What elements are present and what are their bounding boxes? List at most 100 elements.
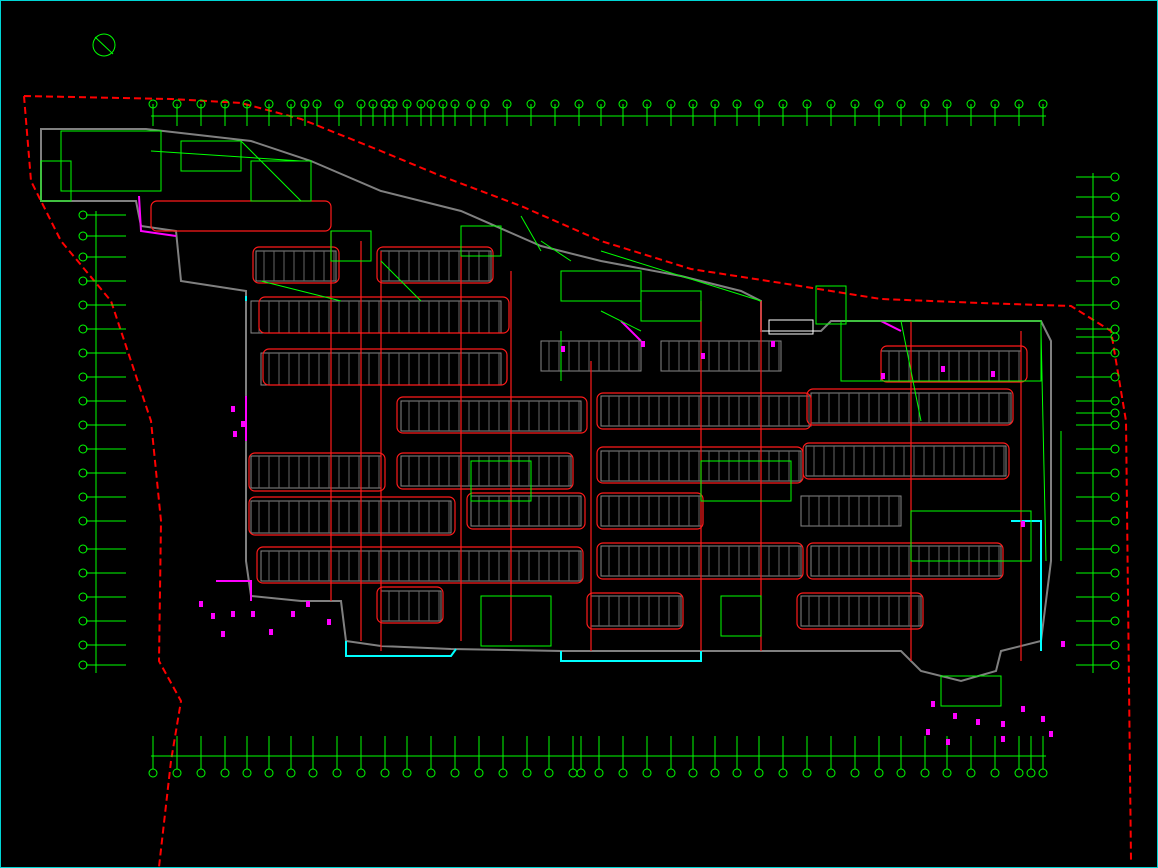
device-tag	[306, 601, 310, 607]
axis-bubble	[594, 768, 604, 778]
axis-bubble	[78, 396, 88, 406]
axis-bubble	[1110, 252, 1120, 262]
wiring-loop	[796, 592, 924, 630]
axis-bubble	[990, 768, 1000, 778]
equipment-room	[560, 270, 642, 302]
axis-bubble	[1014, 99, 1024, 109]
axis-bubble	[754, 99, 764, 109]
axis-bubble	[688, 99, 698, 109]
axis-bubble	[966, 99, 976, 109]
axis-bubble	[826, 99, 836, 109]
circuit-line	[520, 215, 542, 252]
axis-bubble	[874, 768, 884, 778]
parking-row	[400, 455, 572, 487]
axis-bubble	[666, 768, 676, 778]
axis-bubble	[78, 300, 88, 310]
axis-bubble	[78, 252, 88, 262]
axis-bubble	[78, 444, 88, 454]
circuit-line	[1040, 330, 1047, 562]
equipment-room	[910, 510, 1032, 562]
axis-bubble	[1110, 300, 1120, 310]
device-tag	[561, 346, 565, 352]
axis-bubble	[874, 99, 884, 109]
axis-bubble	[78, 544, 88, 554]
equipment-room	[180, 140, 242, 172]
axis-bubble	[966, 768, 976, 778]
axis-bubble	[196, 99, 206, 109]
axis-bubble	[920, 99, 930, 109]
axis-bubble	[1014, 768, 1024, 778]
circuit-line	[380, 260, 422, 302]
circuit-line	[540, 240, 572, 262]
device-tag	[233, 431, 237, 437]
device-tag	[946, 739, 950, 745]
axis-bubble	[220, 768, 230, 778]
wiring-loop	[376, 246, 494, 284]
wiring-loop	[396, 452, 574, 490]
right-axis-grid	[1076, 172, 1120, 673]
axis-bubble	[426, 99, 436, 109]
axis-bubble	[990, 99, 1000, 109]
axis-bubble	[526, 99, 536, 109]
wiring-loop	[396, 396, 588, 434]
axis-bubble	[710, 99, 720, 109]
device-tag	[211, 613, 215, 619]
device-tag	[953, 713, 957, 719]
device-tag	[1021, 521, 1025, 527]
parking-row	[470, 495, 582, 527]
equipment-room	[60, 130, 162, 192]
axis-bubble	[78, 210, 88, 220]
wiring-loop	[596, 446, 804, 484]
axis-bubble	[450, 99, 460, 109]
device-tag	[941, 366, 945, 372]
axis-bubble	[78, 592, 88, 602]
axis-bubble	[802, 768, 812, 778]
axis-bubble	[426, 768, 436, 778]
axis-bubble	[1110, 468, 1120, 478]
wiring-loop	[262, 348, 508, 386]
parking-row	[805, 445, 1007, 477]
axis-bubble	[1110, 348, 1120, 358]
axis-bubble	[242, 768, 252, 778]
axis-bubble	[498, 768, 508, 778]
device-tag	[701, 353, 705, 359]
axis-bubble	[1110, 276, 1120, 286]
equipment-room	[720, 595, 762, 637]
axis-bubble	[312, 99, 322, 109]
device-tag	[1049, 731, 1053, 737]
axis-bubble	[474, 768, 484, 778]
axis-bubble	[78, 372, 88, 382]
axis-bubble	[78, 276, 88, 286]
building-outline	[40, 128, 1052, 683]
axis-bubble	[618, 99, 628, 109]
parking-row	[660, 340, 782, 372]
axis-bubble	[942, 99, 952, 109]
top-axis-grid	[148, 99, 1048, 126]
device-tag	[231, 406, 235, 412]
device-tag	[1001, 736, 1005, 742]
axis-bubble	[568, 768, 578, 778]
left-axis-grid	[78, 210, 126, 673]
axis-bubble	[1110, 568, 1120, 578]
axis-bubble	[416, 99, 426, 109]
axis-bubble	[286, 99, 296, 109]
axis-bubble	[710, 768, 720, 778]
parking-row	[380, 590, 442, 622]
axis-bubble	[1110, 332, 1120, 342]
axis-bubble	[78, 640, 88, 650]
axis-bubble	[754, 768, 764, 778]
axis-bubble	[148, 99, 158, 109]
axis-bubble	[850, 99, 860, 109]
wiring-loop	[248, 452, 386, 492]
axis-bubble	[1110, 172, 1120, 182]
device-tag	[1001, 721, 1005, 727]
axis-bubble	[1110, 396, 1120, 406]
device-tag	[231, 611, 235, 617]
wiring-loop	[256, 546, 584, 584]
axis-bubble	[332, 768, 342, 778]
device-tag	[291, 611, 295, 617]
axis-bubble	[1110, 408, 1120, 418]
device-tag	[241, 421, 245, 427]
